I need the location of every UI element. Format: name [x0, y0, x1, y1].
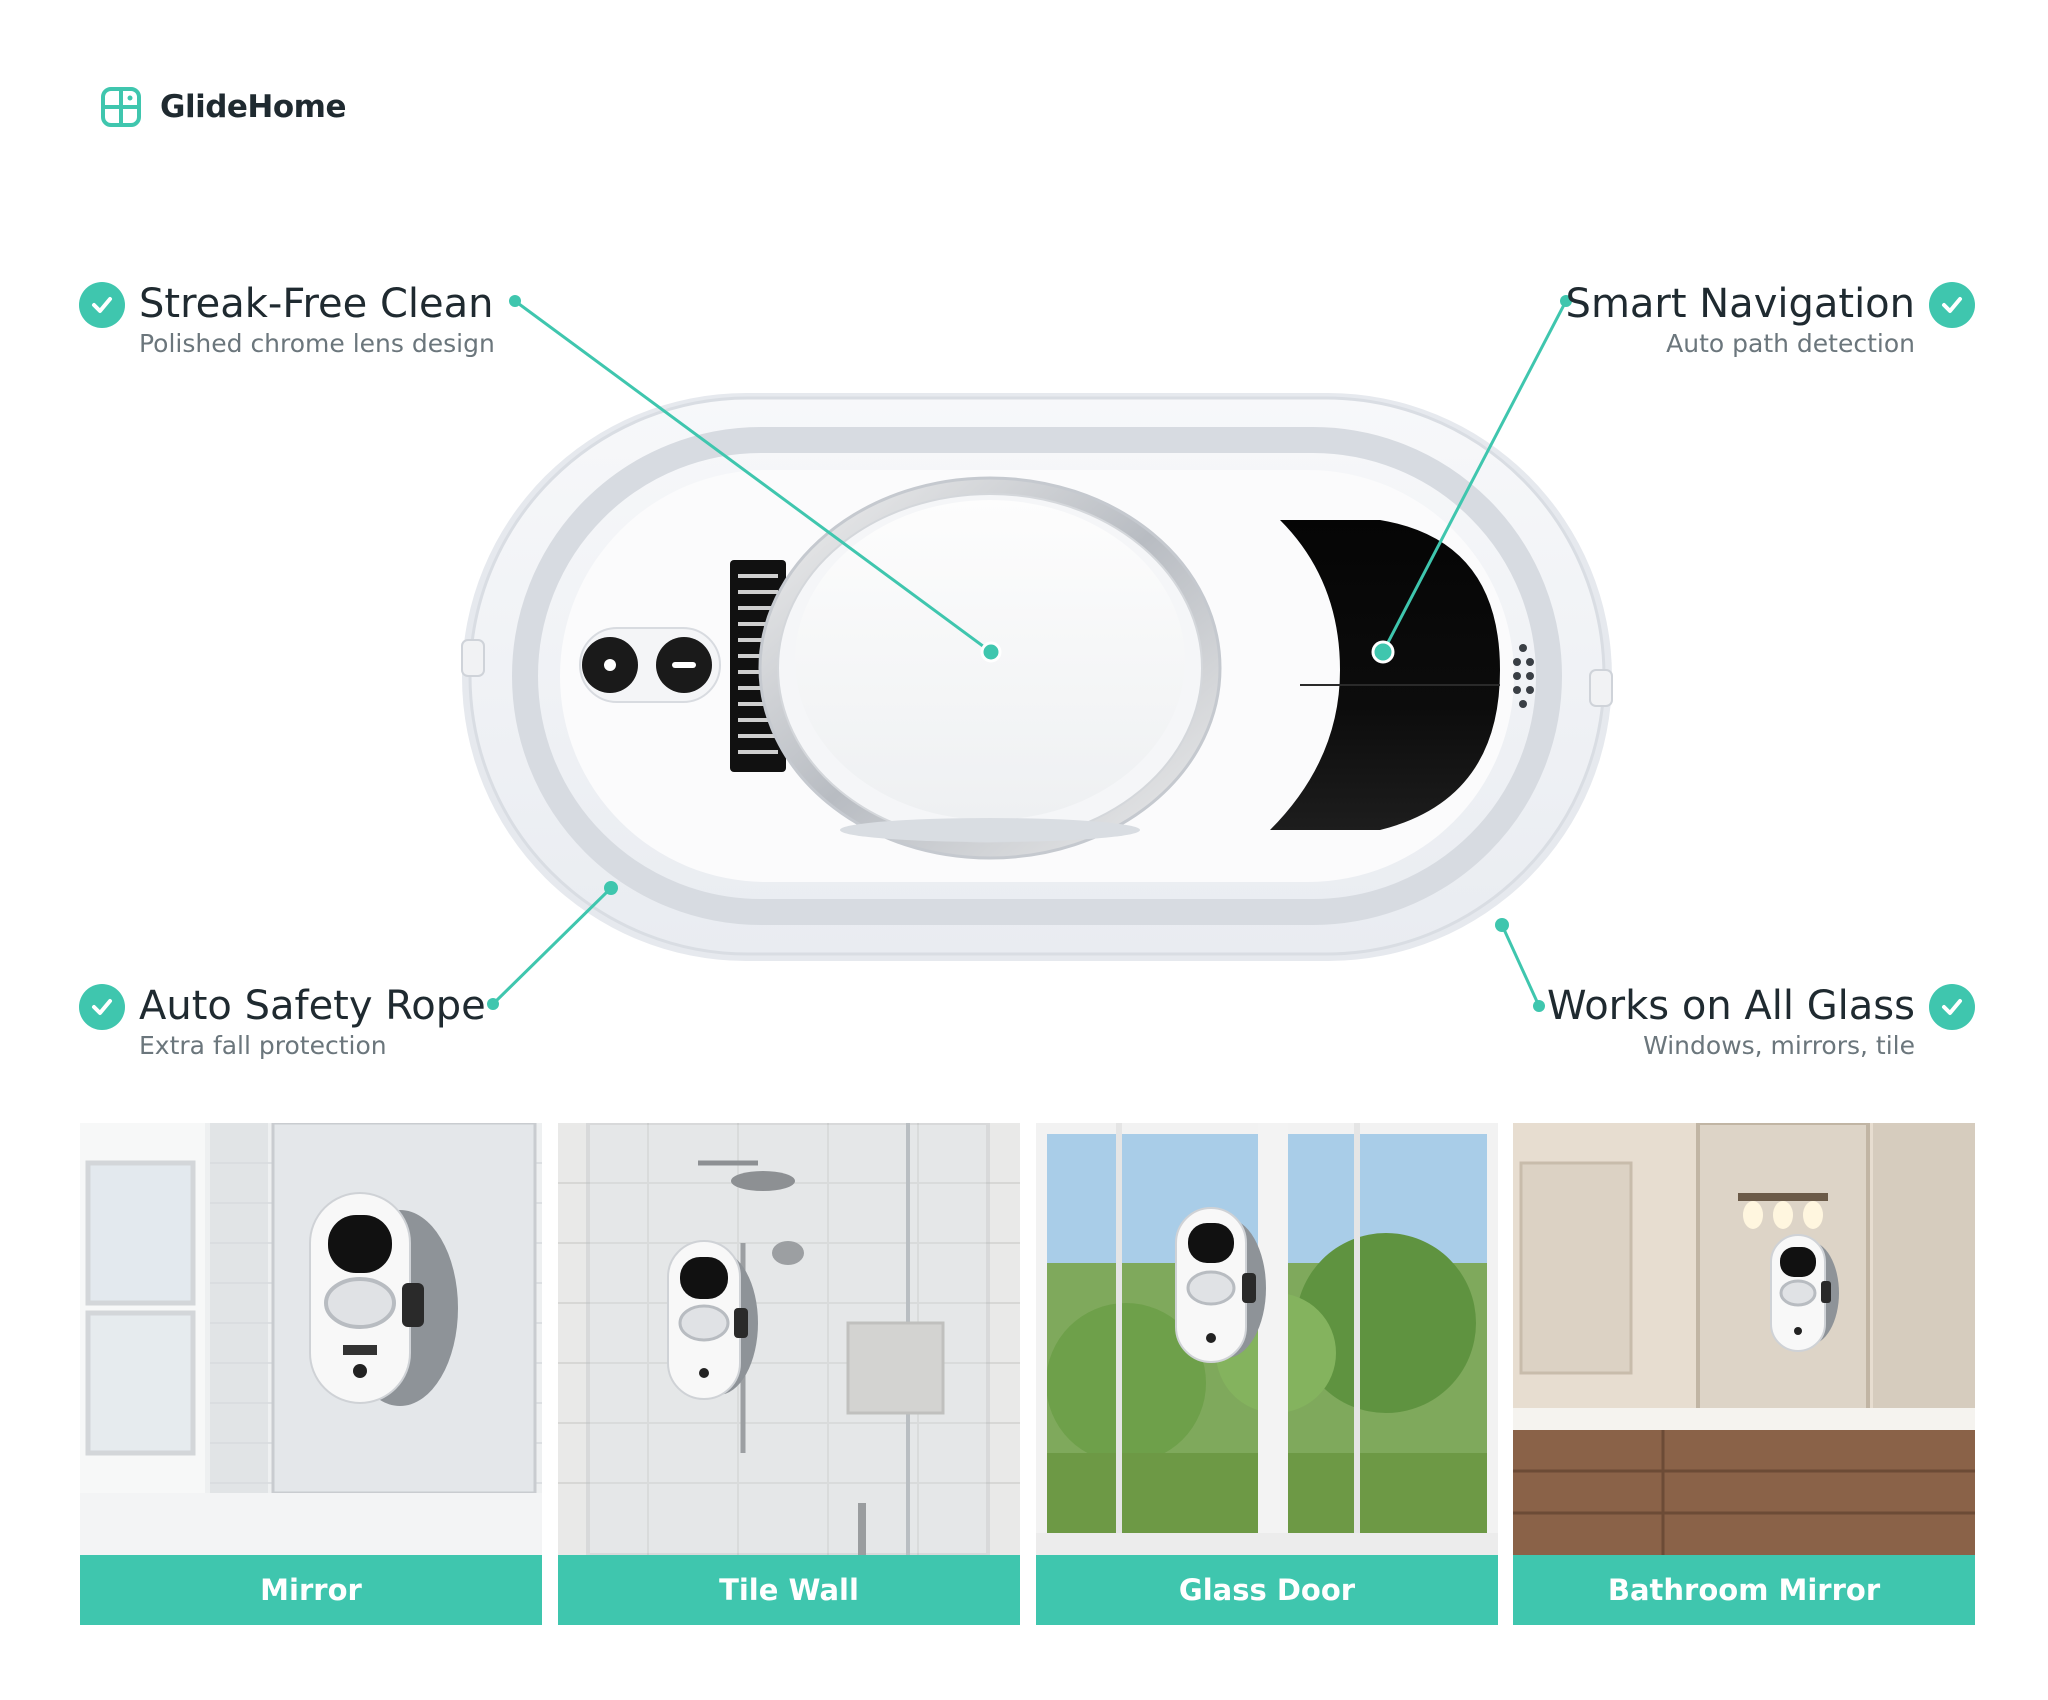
feature-smart-navigation: Smart Navigation Auto path detection	[1565, 280, 1975, 360]
scene-card-mirror: Mirror	[80, 1123, 542, 1625]
check-icon	[1929, 984, 1975, 1030]
brand-header: GlideHome	[100, 86, 346, 128]
scene-label: Tile Wall	[558, 1555, 1020, 1625]
scene-card-glass-door: Glass Door	[1036, 1123, 1498, 1625]
brand-name: GlideHome	[160, 89, 346, 125]
feature-title: Smart Navigation	[1565, 281, 1915, 327]
scene-label: Bathroom Mirror	[1513, 1555, 1975, 1625]
check-icon	[1929, 282, 1975, 328]
feature-subtitle: Windows, mirrors, tile	[1643, 1031, 1915, 1060]
feature-subtitle: Extra fall protection	[139, 1031, 387, 1060]
usage-scenes: Mirror	[80, 1123, 1975, 1625]
window-grid-icon	[101, 87, 141, 127]
feature-subtitle: Auto path detection	[1666, 329, 1915, 358]
scene-label: Mirror	[80, 1555, 542, 1625]
check-icon	[79, 282, 125, 328]
scene-card-tile-wall: Tile Wall	[558, 1123, 1020, 1625]
glass-door-scene-image	[1036, 1123, 1498, 1555]
check-icon	[79, 984, 125, 1030]
tile-wall-scene-image	[558, 1123, 1020, 1555]
product-hero	[461, 295, 1613, 1012]
feature-title: Auto Safety Rope	[139, 983, 486, 1029]
scene-card-bathroom-mirror: Bathroom Mirror	[1513, 1123, 1975, 1625]
feature-title: Works on All Glass	[1547, 983, 1915, 1029]
feature-safety-rope: Auto Safety Rope Extra fall protection	[79, 982, 486, 1062]
callout-dots	[487, 295, 1572, 1012]
window-cleaning-robot-icon	[461, 393, 1613, 961]
feature-title: Streak-Free Clean	[139, 281, 494, 327]
scene-label: Glass Door	[1036, 1555, 1498, 1625]
callout-lines	[491, 299, 1568, 1007]
feature-subtitle: Polished chrome lens design	[139, 329, 495, 358]
feature-streak-free: Streak-Free Clean Polished chrome lens d…	[79, 280, 495, 360]
bathroom-mirror-scene-image	[1513, 1123, 1975, 1555]
mirror-scene-image	[80, 1123, 542, 1555]
feature-all-glass: Works on All Glass Windows, mirrors, til…	[1547, 982, 1975, 1062]
